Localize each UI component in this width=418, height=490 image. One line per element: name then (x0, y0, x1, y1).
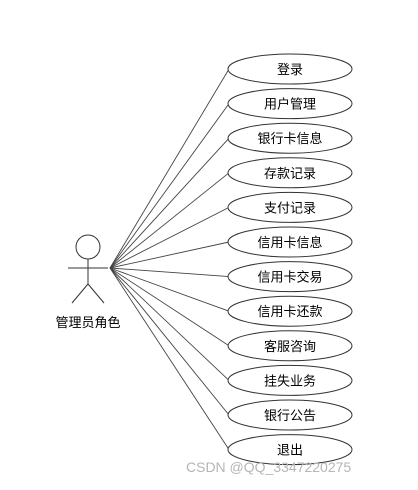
use-case-ellipse (227, 295, 353, 327)
use-case[interactable]: 银行卡信息 (227, 122, 353, 154)
actor-figure: 管理员角色 (55, 234, 121, 331)
use-case-ellipse (227, 122, 353, 154)
use-case-ellipse (227, 53, 353, 85)
use-case-label: 信用卡还款 (257, 305, 322, 320)
use-case-label: 信用卡交易 (257, 270, 322, 286)
use-case[interactable]: 挂失业务 (227, 364, 353, 396)
use-case-ellipse (227, 364, 353, 396)
use-case-label: 退出 (277, 444, 303, 459)
association-line (109, 137, 230, 269)
association-line (109, 68, 230, 269)
use-case-label: 用户管理 (264, 97, 316, 113)
association-line (109, 241, 230, 269)
use-case[interactable]: 信用卡还款 (227, 295, 353, 327)
association-line (109, 267, 230, 381)
association-lines (109, 68, 230, 450)
use-case-label: 挂失业务 (264, 373, 316, 389)
use-case-label: 银行卡信息 (257, 131, 322, 147)
use-case-label: 信用卡信息 (257, 235, 322, 251)
use-case-ellipse (227, 191, 353, 223)
actor-head (75, 234, 101, 260)
use-case[interactable]: 银行公告 (227, 399, 353, 431)
actor-name: 管理员角色 (55, 315, 120, 331)
use-case-label: 登录 (277, 63, 303, 78)
actor-left-leg (71, 283, 89, 304)
association-line (109, 103, 230, 269)
association-line (109, 267, 230, 312)
use-case-label: 银行公告 (264, 409, 316, 424)
use-case-ellipse (227, 88, 353, 120)
association-line (109, 267, 230, 450)
use-case[interactable]: 存款记录 (227, 157, 353, 189)
use-case-ellipse (227, 399, 353, 431)
use-case-ellipse (227, 330, 353, 362)
use-case-label: 客服咨询 (264, 339, 316, 355)
use-case-ellipse (227, 157, 353, 189)
actor-right-leg (87, 283, 105, 304)
use-case-ellipse (227, 226, 353, 258)
use-case-ellipse (227, 434, 353, 466)
use-case[interactable]: 客服咨询 (227, 330, 353, 362)
association-line (109, 206, 230, 269)
association-line (109, 267, 230, 278)
use-case-label: 支付记录 (264, 201, 316, 216)
association-line (109, 267, 230, 416)
use-case-ellipse (227, 261, 353, 293)
use-case[interactable]: 信用卡交易 (227, 261, 353, 293)
use-case[interactable]: 退出 (227, 434, 353, 466)
use-case[interactable]: 信用卡信息 (227, 226, 353, 258)
association-line (109, 172, 230, 269)
use-case-list: 登录用户管理银行卡信息存款记录支付记录信用卡信息信用卡交易信用卡还款客服咨询挂失… (227, 53, 353, 466)
use-case[interactable]: 用户管理 (227, 88, 353, 120)
association-line (109, 267, 230, 347)
use-case-label: 存款记录 (264, 167, 316, 182)
use-case[interactable]: 支付记录 (227, 191, 353, 223)
watermark: CSDN @QQ_3347220275 (186, 459, 352, 475)
use-case[interactable]: 登录 (227, 53, 353, 85)
